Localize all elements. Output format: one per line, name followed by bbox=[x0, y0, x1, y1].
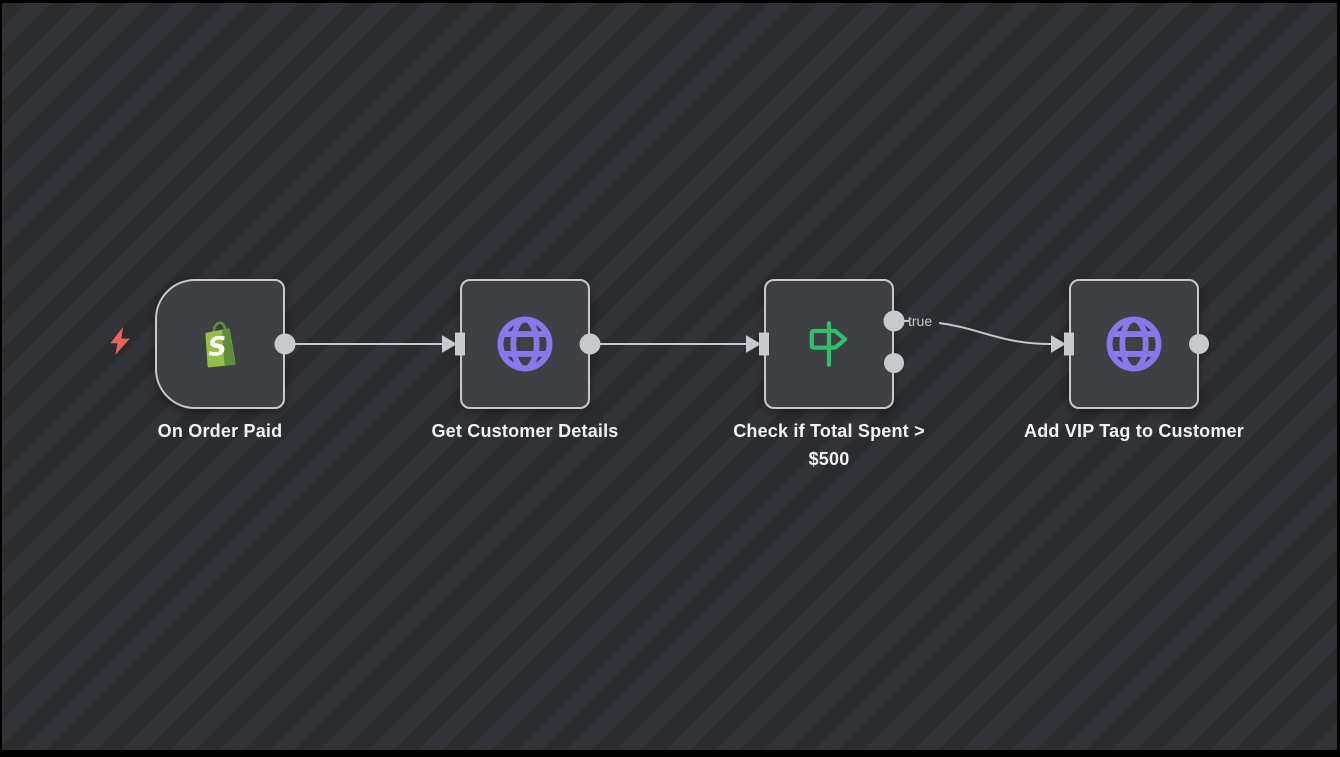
input-port[interactable] bbox=[760, 333, 769, 355]
output-branch-label-true: true bbox=[908, 312, 932, 330]
node-get-customer-details[interactable] bbox=[460, 279, 590, 409]
workflow-canvas[interactable]: S bbox=[2, 3, 1337, 750]
node-label-get-customer-details: Get Customer Details bbox=[431, 417, 618, 445]
node-label-check-if-total-spent: Check if Total Spent > $500 bbox=[714, 417, 944, 473]
node-label-on-order-paid: On Order Paid bbox=[158, 417, 283, 445]
output-port-false[interactable] bbox=[884, 353, 904, 373]
lightning-bolt-icon bbox=[108, 327, 132, 355]
node-add-vip-tag[interactable] bbox=[1069, 279, 1199, 409]
output-port[interactable] bbox=[1189, 334, 1209, 354]
output-port-true[interactable] bbox=[884, 311, 904, 331]
node-label-add-vip-tag: Add VIP Tag to Customer bbox=[1024, 417, 1244, 445]
input-arrow-icon bbox=[747, 336, 761, 352]
signpost-icon bbox=[804, 319, 854, 369]
node-check-if-total-spent[interactable] bbox=[764, 279, 894, 409]
output-port[interactable] bbox=[275, 334, 295, 354]
connection-order-to-details[interactable] bbox=[275, 333, 465, 355]
globe-icon bbox=[497, 316, 553, 372]
node-on-order-paid[interactable]: S bbox=[155, 279, 285, 409]
connection-details-to-check[interactable] bbox=[580, 333, 769, 355]
input-arrow-icon bbox=[1052, 336, 1066, 352]
shopify-icon: S bbox=[193, 315, 247, 373]
output-port[interactable] bbox=[580, 334, 600, 354]
globe-icon bbox=[1106, 316, 1162, 372]
input-port[interactable] bbox=[1065, 333, 1074, 355]
svg-text:S: S bbox=[207, 332, 228, 363]
input-arrow-icon bbox=[443, 336, 457, 352]
input-port[interactable] bbox=[456, 333, 465, 355]
